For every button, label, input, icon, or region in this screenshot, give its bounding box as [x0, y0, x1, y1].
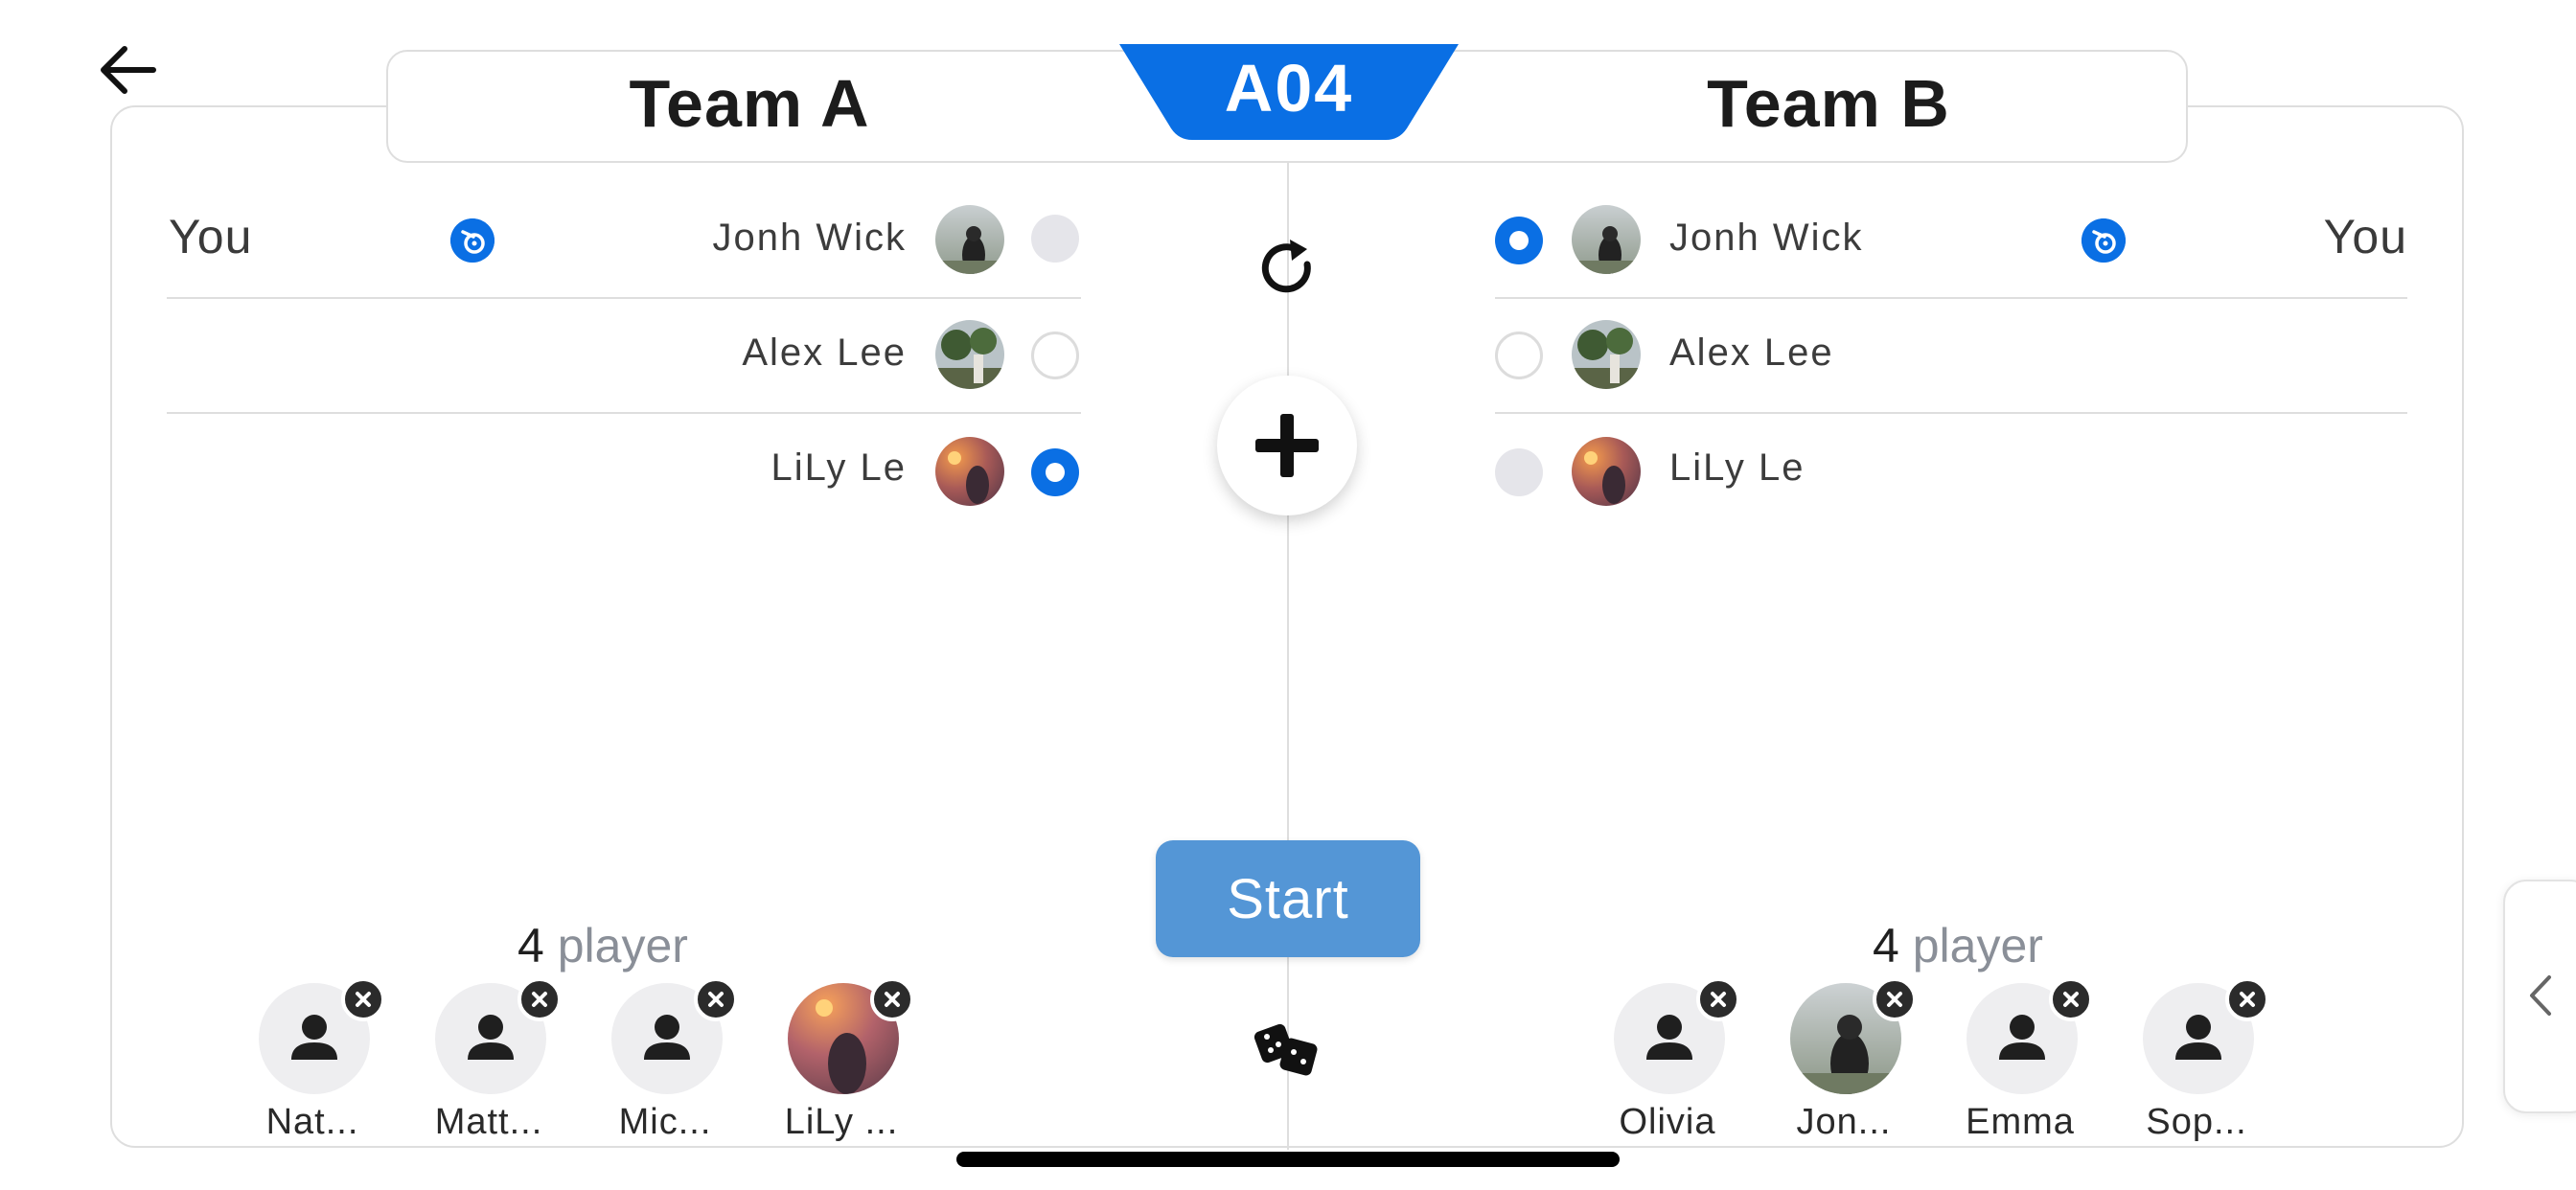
remove-icon[interactable] — [1696, 977, 1740, 1021]
side-panel-tab[interactable] — [2503, 880, 2576, 1113]
count-label: player — [1912, 919, 2043, 973]
count-label: player — [557, 919, 688, 973]
bench-player-name: Emma — [1966, 1102, 2075, 1142]
back-arrow-icon[interactable] — [96, 38, 159, 102]
count-number: 4 — [1873, 919, 1899, 973]
room-code: A04 — [1224, 51, 1354, 126]
bench-player[interactable]: Matt... — [393, 977, 565, 1146]
avatar — [1572, 205, 1641, 274]
bench-player[interactable]: Mic... — [569, 977, 742, 1146]
start-button[interactable]: Start — [1156, 840, 1420, 957]
team-b-radio[interactable] — [1495, 448, 1543, 496]
refresh-icon[interactable] — [1254, 236, 1322, 305]
avatar — [935, 437, 1004, 506]
team-a-player-count: 4 player — [518, 918, 688, 973]
team-a-radio[interactable] — [1031, 332, 1079, 379]
bench-player[interactable]: Emma — [1924, 977, 2097, 1146]
team-a-player-name: Jonh Wick — [712, 217, 907, 259]
team-b-player-count: 4 player — [1873, 918, 2043, 973]
bench-player[interactable]: Olivia — [1572, 977, 1744, 1146]
team-a-radio[interactable] — [1031, 448, 1079, 496]
row-divider — [1495, 297, 2407, 299]
bench-player-name: Olivia — [1619, 1102, 1716, 1142]
team-b-title: Team B — [1707, 66, 1950, 141]
team-b-you-label: You — [2323, 210, 2407, 263]
bench-player[interactable]: Jon... — [1748, 977, 1920, 1146]
remove-icon[interactable] — [694, 977, 738, 1021]
team-b-player-name: LiLy Le — [1669, 446, 1806, 489]
remove-icon[interactable] — [1873, 977, 1917, 1021]
avatar — [935, 205, 1004, 274]
bench-player-name: Sop... — [2146, 1102, 2247, 1142]
bench-player[interactable]: Sop... — [2101, 977, 2273, 1146]
team-a-player-name: Alex Lee — [742, 332, 907, 374]
row-divider — [167, 412, 1081, 414]
bench-player-name: Nat... — [265, 1102, 359, 1142]
chevron-left-icon — [2530, 975, 2551, 1016]
remove-icon[interactable] — [341, 977, 385, 1021]
team-b-player-name: Alex Lee — [1669, 332, 1834, 374]
bench-player-name: Matt... — [434, 1102, 543, 1142]
team-a-radio[interactable] — [1031, 215, 1079, 263]
remove-icon[interactable] — [2049, 977, 2093, 1021]
team-b-radio[interactable] — [1495, 217, 1543, 264]
row-divider — [167, 297, 1081, 299]
bench-player[interactable]: Nat... — [217, 977, 389, 1146]
bench-player-name: LiLy ... — [784, 1102, 899, 1142]
team-a-you-label: You — [169, 210, 253, 263]
plus-icon — [1255, 414, 1319, 477]
bench-player-name: Mic... — [618, 1102, 712, 1142]
avatar — [1572, 320, 1641, 389]
remove-icon[interactable] — [518, 977, 562, 1021]
home-indicator — [956, 1152, 1620, 1167]
bench-player[interactable]: LiLy ... — [746, 977, 918, 1146]
room-code-tab — [1119, 44, 1459, 140]
team-b-player-name: Jonh Wick — [1669, 217, 1864, 259]
remove-icon[interactable] — [870, 977, 914, 1021]
add-player-button[interactable] — [1217, 376, 1357, 515]
team-a-title: Team A — [629, 66, 870, 141]
avatar — [935, 320, 1004, 389]
avatar — [1572, 437, 1641, 506]
count-number: 4 — [518, 919, 544, 973]
bench-player-name: Jon... — [1796, 1102, 1892, 1142]
team-a-player-name: LiLy Le — [770, 446, 907, 489]
remove-icon[interactable] — [2225, 977, 2269, 1021]
dice-icon[interactable] — [1254, 1021, 1322, 1079]
team-b-radio[interactable] — [1495, 332, 1543, 379]
whistle-icon — [2082, 218, 2126, 263]
center-divider — [1287, 163, 1289, 1150]
row-divider — [1495, 412, 2407, 414]
whistle-icon — [450, 218, 494, 263]
